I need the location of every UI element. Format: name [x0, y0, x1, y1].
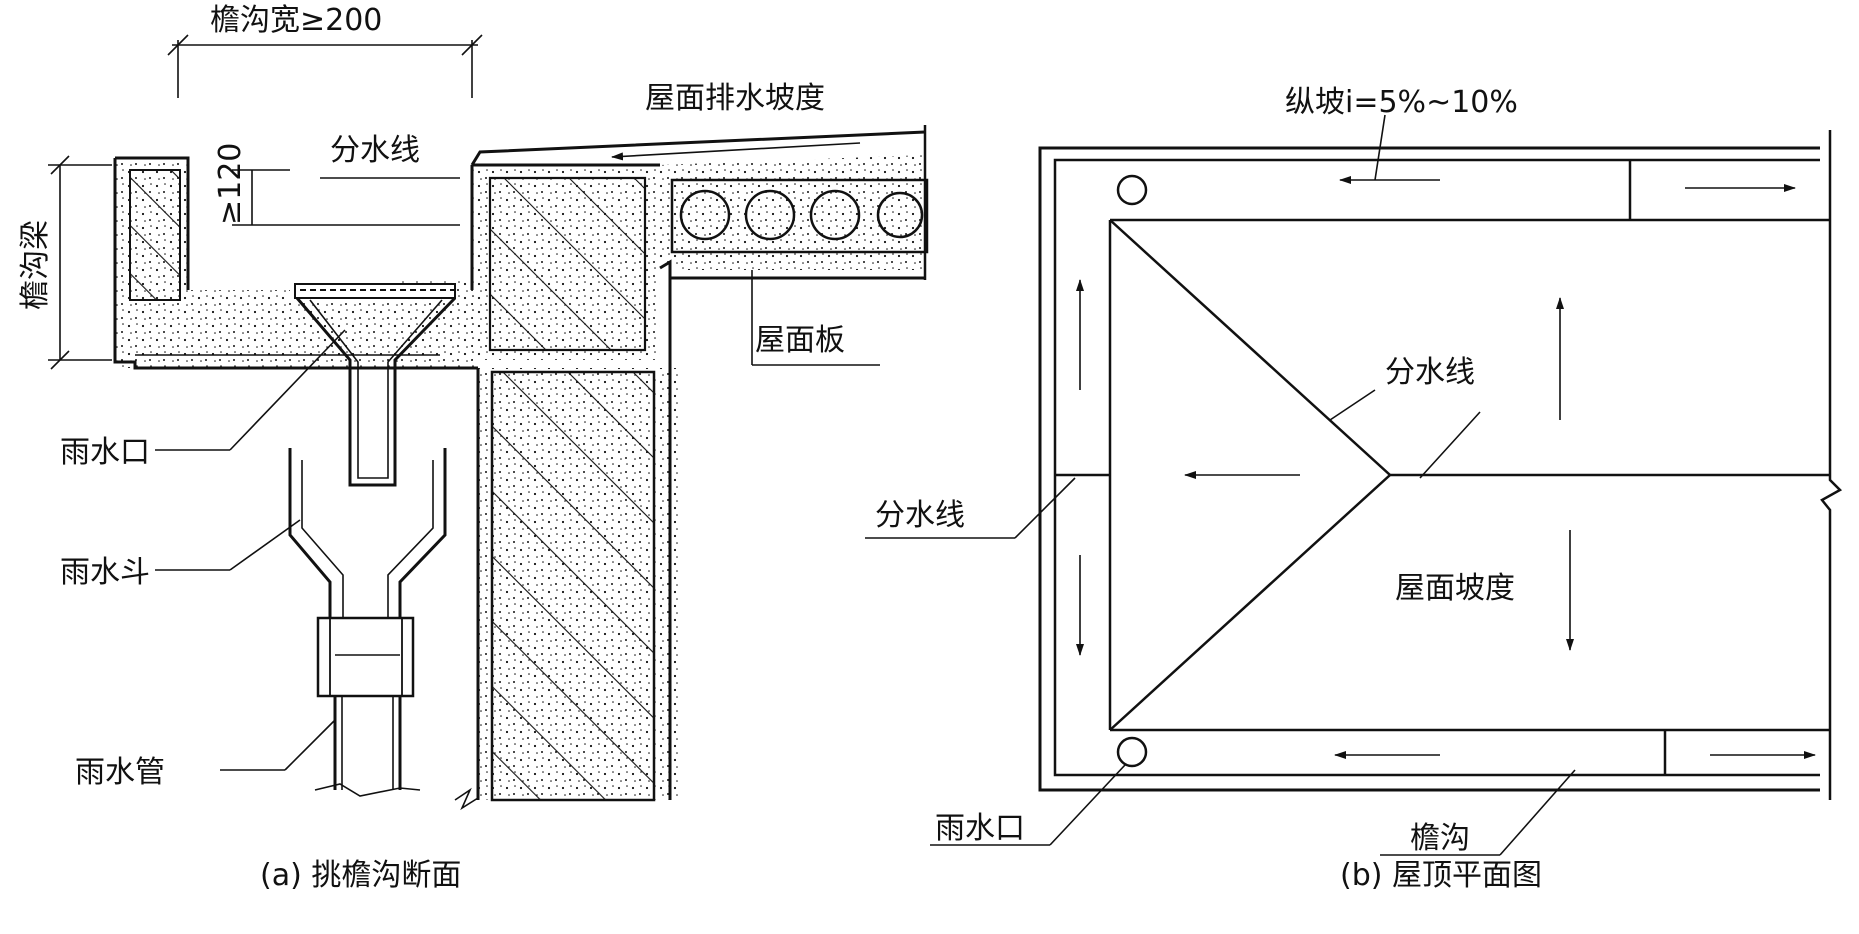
long-slope-label: 纵坡i=5%~10% — [1285, 85, 1518, 120]
gutter-width-dimension: 檐沟宽≥200 — [167, 3, 483, 98]
section-divide-line: 分水线 — [320, 133, 460, 179]
concrete-cornice — [470, 130, 926, 360]
rain-pipe: 雨水管 — [75, 616, 421, 797]
roof-slab-label: 屋面板 — [755, 323, 845, 358]
rain-hopper: 雨水斗 — [60, 448, 447, 627]
roof-drain-slope-label: 屋面排水坡度 — [645, 81, 825, 116]
gutter-depth-dimension: ≥120 — [213, 143, 460, 226]
brick-wall — [454, 270, 680, 811]
gutter-depth-label: ≥120 — [213, 143, 248, 225]
roof-slope-label: 屋面坡度 — [1395, 571, 1515, 606]
plan-gutter-label: 檐沟 — [1410, 821, 1470, 856]
section-caption: (a) 挑檐沟断面 — [260, 858, 461, 893]
rain-outlet-bottom-circle — [1116, 736, 1148, 768]
divide-line-left-label: 分水线 — [875, 498, 965, 533]
plan-caption: (b) 屋顶平面图 — [1340, 858, 1542, 893]
roof-plan: 纵坡i=5%~10% 分水线 — [865, 85, 1843, 893]
roof-slab: 屋面板 — [659, 125, 929, 366]
gutter-beam — [113, 156, 478, 370]
rain-outlet: 雨水口 — [60, 283, 457, 487]
rain-outlet-label: 雨水口 — [60, 435, 150, 470]
plan-rain-outlet-label: 雨水口 — [935, 811, 1025, 846]
rain-pipe-label: 雨水管 — [75, 755, 165, 790]
roof-drain-slope-arrow: 屋面排水坡度 — [611, 81, 861, 161]
divide-line-upper-label: 分水线 — [1385, 355, 1475, 390]
section-divide-line-label: 分水线 — [330, 133, 420, 168]
gutter-beam-dimension: 檐沟梁 — [18, 155, 112, 370]
rain-outlet-top-circle — [1116, 174, 1148, 206]
rain-hopper-label: 雨水斗 — [60, 555, 150, 590]
gutter-beam-label: 檐沟梁 — [18, 220, 53, 310]
gutter-width-label: 檐沟宽≥200 — [210, 3, 382, 38]
gutter-section: 檐沟宽≥200 屋面排水坡度 檐沟梁 ≥120 分水线 — [18, 3, 929, 893]
